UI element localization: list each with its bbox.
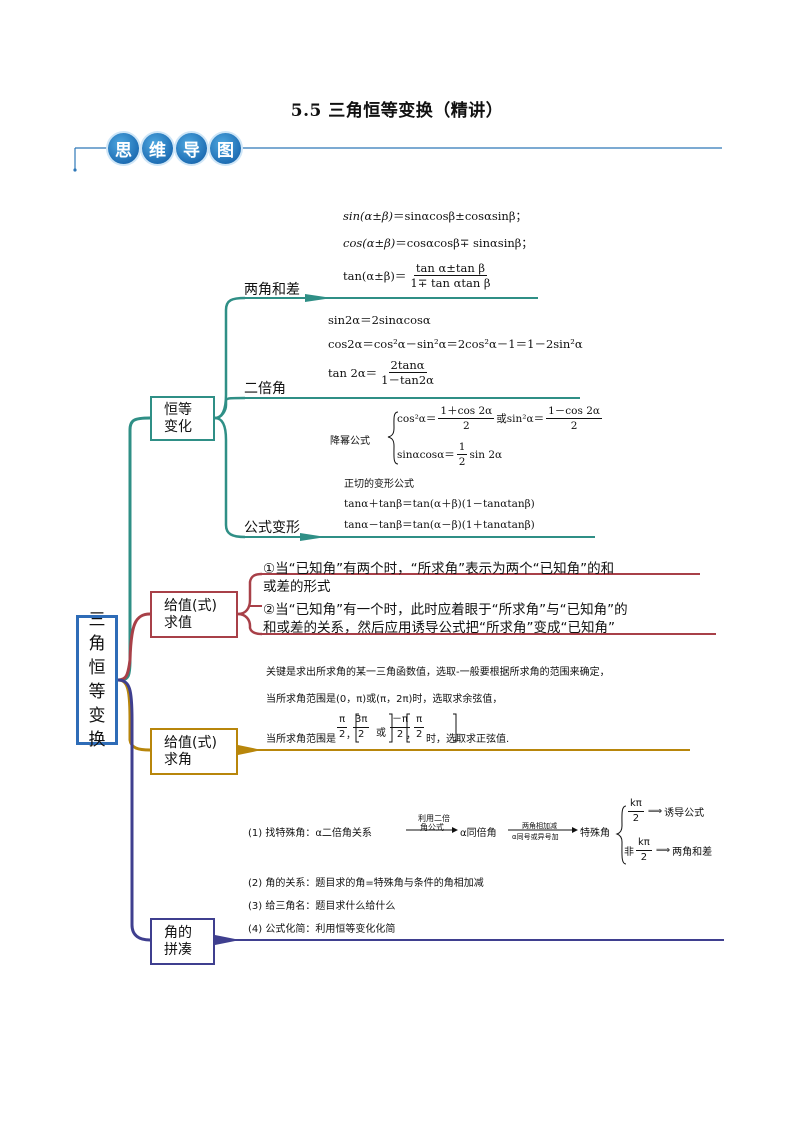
formula-cos-double: cos2α＝cos²α－sin²α＝2cos²α－1＝1－2sin²α <box>328 337 583 351</box>
branch-label: 恒等 <box>164 401 192 418</box>
root-node: 三 角 恒 等 变 换 <box>76 610 118 750</box>
step-3: (3) 给三角名：题目求什么给什么 <box>248 901 396 912</box>
formula-tan-sum-variant: tanα＋tanβ＝tan(α＋β)(1－tanαtanβ) <box>344 498 535 510</box>
header-badge-1: 思 <box>108 133 139 164</box>
root-char: 恒 <box>88 658 106 678</box>
arrow-2-label-top: 两角相加减 <box>522 822 557 830</box>
step-1-label: (1) 找特殊角：α二倍角关系 <box>248 828 372 839</box>
branch-label: 拼凑 <box>164 941 192 958</box>
branch-label: 求角 <box>164 751 192 768</box>
sub-label-double-angle: 二倍角 <box>244 381 286 397</box>
branch-label: 给值(式) <box>164 734 217 751</box>
root-char: 变 <box>88 706 106 726</box>
formula-sin-sum: sin(α±β)＝sinαcosβ±cosαsinβ； <box>343 209 527 223</box>
formula-sin-double: sin2α＝2sinαcosα <box>328 313 431 327</box>
rule-1-line-2: 或差的形式 <box>263 579 331 595</box>
root-char: 换 <box>88 730 106 750</box>
step-1-same-multiple: α同倍角 <box>460 828 497 839</box>
tan-variant-title: 正切的变形公式 <box>344 479 414 490</box>
rule-2-line-1: ②当“已知角”有一个时，此时应着眼于“所求角”与“已知角”的 <box>263 602 628 618</box>
sub-label-formula-variants: 公式变形 <box>244 520 300 536</box>
root-char: 角 <box>88 634 106 654</box>
find-angle-line-2: 当所求角范围是(0，π)或(π，2π)时，选取求余弦值， <box>266 694 503 705</box>
branch-given-value-find-value: 给值(式) 求值 <box>150 591 238 638</box>
branch-label: 求值 <box>164 614 192 631</box>
header-badge-3: 导 <box>176 133 207 164</box>
formula-tan-diff-variant: tanα－tanβ＝tan(α－β)(1＋tanαtanβ) <box>344 519 535 531</box>
header-badge-2: 维 <box>142 133 173 164</box>
root-char: 三 <box>88 610 106 630</box>
formula-cos-sum: cos(α±β)＝cosαcosβ∓ sinαsinβ； <box>343 236 533 250</box>
arrow-1-label-top: 利用二倍 <box>418 814 450 823</box>
sub-label-sum-difference: 两角和差 <box>244 282 300 298</box>
rule-1-line-1: ①当“已知角”有两个时，“所求角”表示为两个“已知角”的和 <box>263 561 615 577</box>
branch-label: 角的 <box>164 924 192 941</box>
step-4: (4) 公式化简：利用恒等变化化简 <box>248 924 396 935</box>
find-angle-line-1: 关键是求出所求角的某一三角函数值，选取-一般要根据所求角的范围来确定， <box>266 667 610 678</box>
branch-label: 变化 <box>164 418 192 435</box>
arrow-1-label-bottom: 角公式 <box>420 823 444 832</box>
step-1-special-angle: 特殊角 <box>580 828 610 839</box>
branch-label: 给值(式) <box>164 597 217 614</box>
page-title: 5.5 三角恒等变换（精讲） <box>290 101 504 121</box>
branch-identity-transform: 恒等 变化 <box>150 396 215 441</box>
implies-icon: ⟹ <box>655 845 671 856</box>
header-badge-4: 图 <box>210 133 241 164</box>
branch-given-value-find-angle: 给值(式) 求角 <box>150 728 238 775</box>
rule-2-line-2: 和或差的关系，然后应用诱导公式把“所求角”变成“已知角” <box>263 620 615 636</box>
step-2: (2) 角的关系：题目求的角=特殊角与条件的角相加减 <box>248 878 484 889</box>
branch-angle-composition: 角的 拼凑 <box>150 918 215 965</box>
reduce-power-title: 降幂公式 <box>330 436 370 447</box>
implies-icon: ⟹ <box>647 806 663 817</box>
root-char: 等 <box>88 682 106 702</box>
arrow-2-label-bottom: α同号或异号加 <box>512 833 559 841</box>
